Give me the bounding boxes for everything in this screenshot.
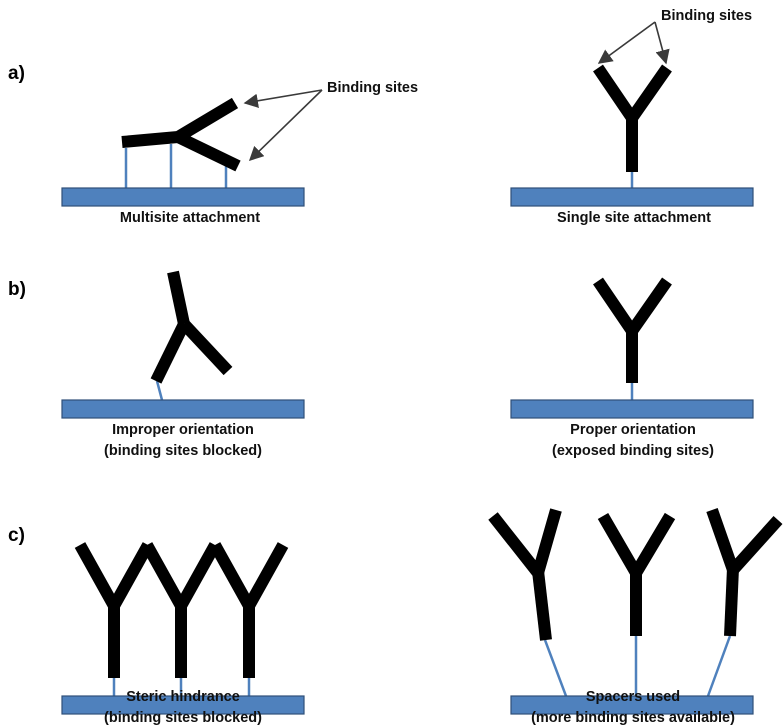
substrate-surface [61,399,305,419]
single-site-attachment-figure: Single site attachment Binding sites [510,8,754,226]
panel-c-label: c) [8,525,25,546]
panel-a-label: a) [8,63,25,84]
improper-caption-line1: Improper orientation [112,422,254,438]
spacers-caption-line1: Spacers used [586,689,680,705]
linker [155,380,164,401]
panel-b-label: b) [8,279,26,300]
antibody-icon [209,542,289,678]
antibody-icon [597,512,676,636]
steric-caption-line1: Steric hindrance [126,689,240,705]
antibody-icon [593,277,672,383]
arrow-icon [597,21,656,64]
proper-orientation-figure: Proper orientation (exposed binding site… [510,277,754,459]
panel-b: b) Improper orientation (binding sites b… [8,270,754,459]
antibody-icon [488,508,562,641]
panel-a: a) Multisite attachment Binding sites [8,8,754,226]
spacers-used-figure: Spacers used (more binding sites availab… [488,508,783,726]
antibody-icon [706,508,783,637]
binding-sites-label: Binding sites [661,8,752,24]
antibody-icon [593,64,672,172]
arrow-icon [248,89,323,162]
substrate-surface [61,695,305,715]
steric-hindrance-figure: Steric hindrance (binding sites blocked) [61,542,305,726]
improper-orientation-figure: Improper orientation (binding sites bloc… [61,270,305,459]
steric-caption-line2: (binding sites blocked) [104,710,262,726]
antibody-icon [141,542,221,678]
panel-c: c) Steric hindrance (binding sites block… [8,508,783,726]
antibody-icon [74,542,154,678]
arrow-icon [243,89,323,108]
substrate-surface [510,695,754,715]
antibody-icon [121,97,241,172]
binding-sites-label: Binding sites [327,80,418,96]
arrow-icon [654,21,670,65]
linker [706,635,732,697]
improper-caption-line2: (binding sites blocked) [104,443,262,459]
substrate-surface [61,187,305,207]
proper-caption-line1: Proper orientation [570,422,696,438]
substrate-surface [510,187,754,207]
multisite-caption: Multisite attachment [120,210,260,226]
substrate-surface [510,399,754,419]
linker [543,639,568,697]
single-site-caption: Single site attachment [557,210,711,226]
antibody-icon [150,270,233,384]
proper-caption-line2: (exposed binding sites) [552,443,714,459]
multisite-attachment-figure: Multisite attachment Binding sites [61,80,418,226]
spacers-caption-line2: (more binding sites available) [531,710,735,726]
